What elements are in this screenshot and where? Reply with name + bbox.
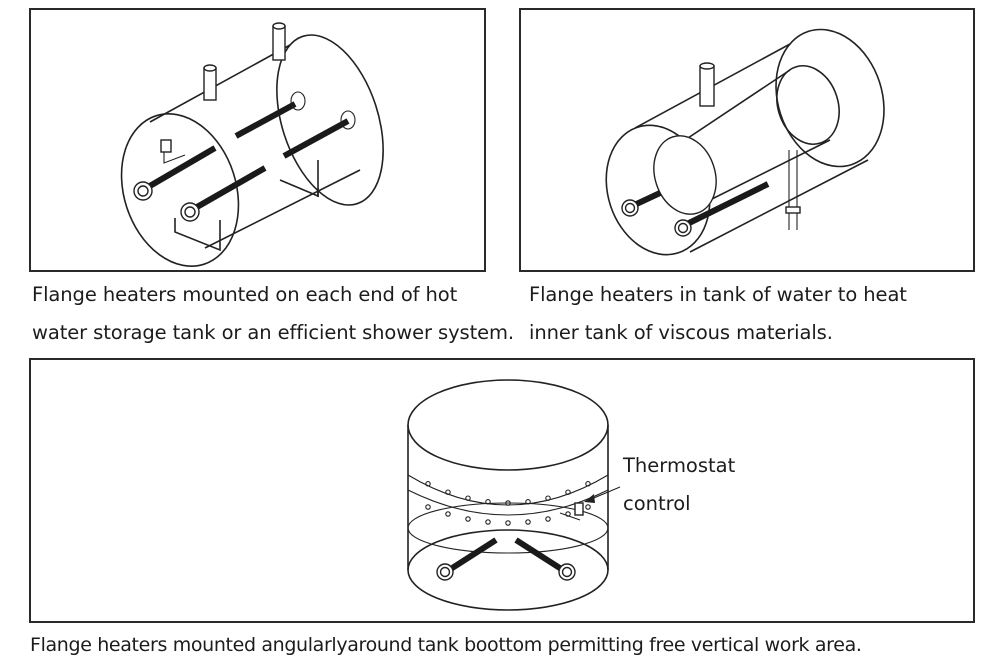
- heater-rod: [681, 181, 770, 229]
- thermostat-box: [559, 502, 584, 521]
- back-leg: [279, 179, 319, 198]
- flange-head: [621, 199, 639, 217]
- tank-bottom-edge: [204, 169, 361, 249]
- outer-shell-far-end: [775, 28, 885, 168]
- tank-bottom: [407, 529, 609, 611]
- flange-head: [558, 563, 576, 581]
- inner-tank-top-edge: [669, 69, 791, 151]
- tank-top: [407, 379, 609, 471]
- bolt-hole: [425, 481, 431, 487]
- annotation-line: control: [623, 492, 691, 515]
- front-leg: [174, 218, 221, 252]
- jacketed-tank-illustration: [605, 28, 885, 256]
- outer-shell-bottom-edge: [689, 159, 869, 253]
- top-nozzle: [699, 62, 715, 107]
- caption-horizontal-tank: Flange heaters mounted on each end of ho…: [32, 276, 514, 352]
- heater-rod: [141, 145, 217, 193]
- heater-rod: [444, 537, 498, 575]
- heater-rod: [188, 165, 267, 214]
- horizontal-tank-illustration: [120, 22, 384, 267]
- bolt-hole: [525, 519, 531, 525]
- bolt-hole: [505, 500, 511, 506]
- tank-top-edge: [149, 44, 291, 123]
- flange-port: [290, 91, 306, 111]
- tank-near-end: [120, 113, 240, 267]
- caption-line: Flange heaters in tank of water to heat: [529, 283, 907, 306]
- inner-tank-far-end: [776, 65, 840, 145]
- heater-rod: [514, 537, 568, 575]
- inner-tank-bottom-edge: [699, 139, 831, 206]
- bolt-hole: [485, 519, 491, 525]
- caption-line: water storage tank or an efficient showe…: [32, 321, 515, 344]
- flange-head: [674, 219, 692, 237]
- bolt-hole: [525, 499, 531, 505]
- caption-jacketed-tank: Flange heaters in tank of water to heat …: [529, 276, 907, 352]
- lower-ring-front: [407, 489, 609, 516]
- flange-head: [133, 181, 153, 201]
- bolt-hole: [425, 504, 431, 510]
- thermostat-arrow: [584, 486, 621, 503]
- caption-line: inner tank of viscous materials.: [529, 321, 833, 344]
- bolt-hole: [445, 511, 451, 517]
- bolt-hole: [445, 489, 451, 495]
- annotation-line: Thermostat: [623, 454, 736, 477]
- caption-vertical-tank: Flange heaters mounted angularlyaround t…: [30, 630, 862, 660]
- drain-pipe: [785, 150, 801, 230]
- flange-port: [340, 110, 356, 130]
- vertical-tank-panel: [29, 358, 975, 623]
- bolt-hole: [465, 495, 471, 501]
- top-nozzle-right: [272, 22, 286, 61]
- heater-rod: [234, 101, 297, 139]
- tank-far-end: [276, 34, 384, 206]
- top-nozzle-left: [203, 64, 217, 101]
- bolt-hole: [565, 489, 571, 495]
- bolt-hole: [465, 516, 471, 522]
- inner-tank-near-end: [653, 135, 717, 215]
- flange-ring: [407, 502, 609, 554]
- horizontal-tank-panel: [29, 8, 486, 272]
- bolt-hole: [505, 520, 511, 526]
- caption-line: Flange heaters mounted on each end of ho…: [32, 283, 458, 306]
- thermostat-box: [160, 139, 186, 164]
- flange-head: [180, 202, 200, 222]
- bolt-hole: [585, 504, 591, 510]
- thermostat-control-label: Thermostat control: [623, 447, 735, 523]
- heater-rod: [282, 118, 350, 159]
- caption-line: Flange heaters mounted angularlyaround t…: [30, 634, 862, 656]
- flange-head: [436, 563, 454, 581]
- bolt-hole: [545, 495, 551, 501]
- vertical-tank-illustration: [407, 379, 621, 611]
- bolt-hole: [545, 516, 551, 522]
- jacketed-tank-panel: [519, 8, 975, 272]
- bolt-hole: [585, 481, 591, 487]
- bolt-hole: [485, 499, 491, 505]
